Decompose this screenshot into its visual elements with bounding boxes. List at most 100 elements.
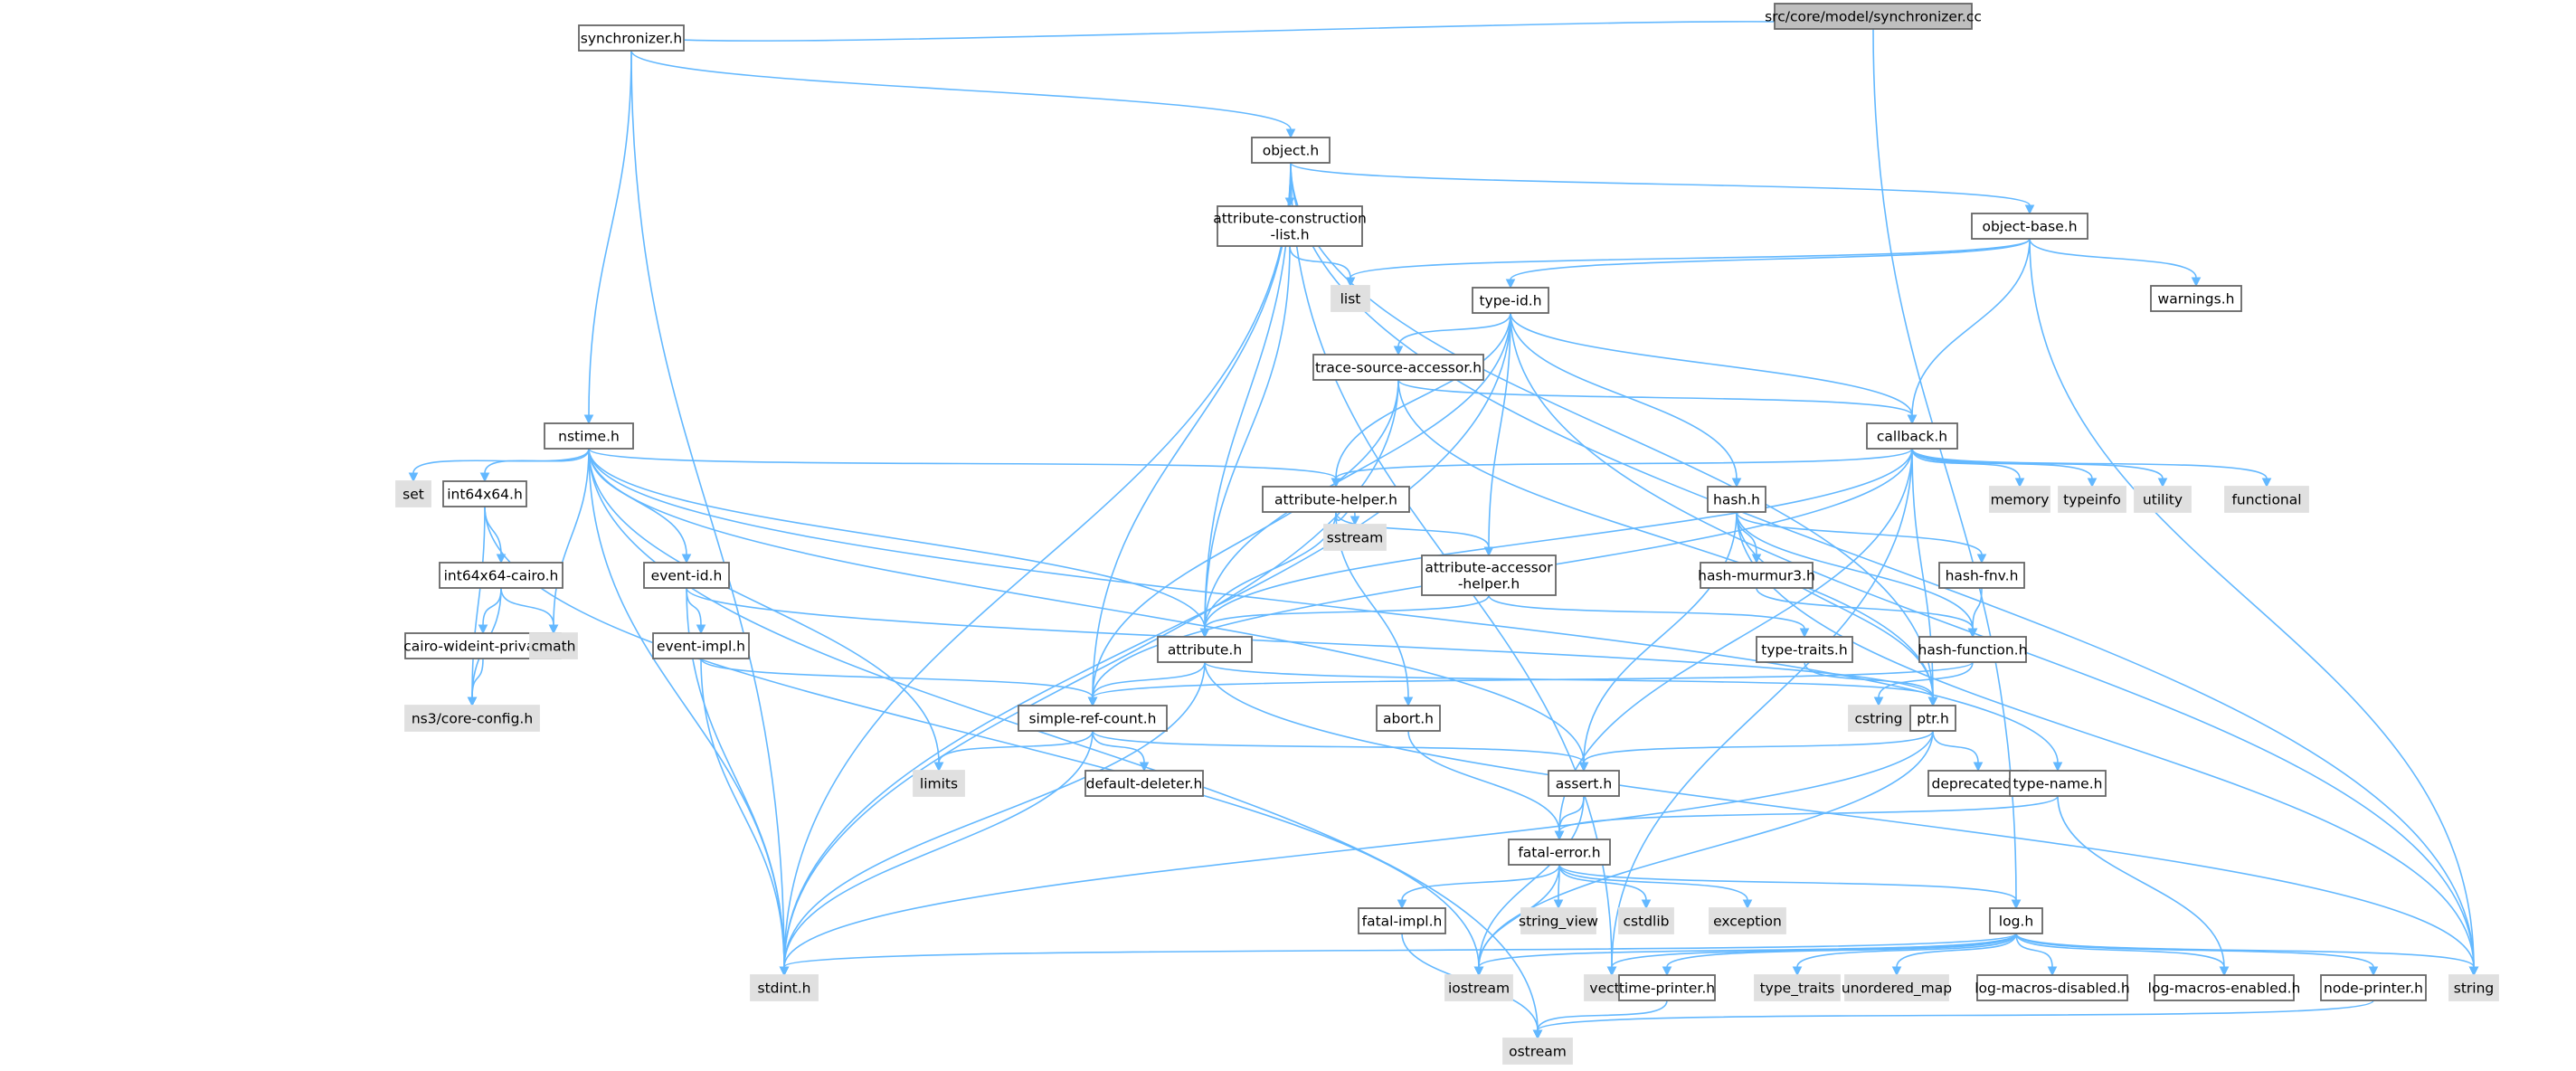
node-string-view: string_view: [1519, 907, 1598, 934]
node-callback[interactable]: callback.h: [1866, 422, 1958, 450]
node-default-del[interactable]: default-deleter.h: [1084, 770, 1204, 797]
node-label: unordered_map: [1842, 981, 1952, 998]
edge-line: [1558, 864, 1647, 901]
edge-line: [471, 658, 484, 698]
node-ptr-h[interactable]: ptr.h: [1909, 705, 1956, 732]
edge-object_h-to-ptr_h: [1290, 162, 1938, 707]
edge-line: [2057, 795, 2225, 968]
edge-line: [2015, 933, 2225, 968]
arrowhead-icon: [2011, 899, 2022, 910]
arrowhead-icon: [2087, 478, 2098, 488]
node-int64x64[interactable]: int64x64.h: [442, 480, 527, 507]
node-warnings[interactable]: warnings.h: [2150, 285, 2242, 312]
node-hash-h[interactable]: hash.h: [1707, 486, 1766, 513]
edge-attr_acc-to-attribute_h: [1199, 594, 1490, 639]
node-label: -helper.h: [1458, 576, 1520, 592]
edge-object_base-to-string: [2029, 238, 2479, 977]
edge-line: [588, 448, 940, 763]
edge-line: [1204, 448, 1913, 630]
node-label: object.h: [1263, 143, 1320, 159]
edge-line: [588, 448, 1585, 763]
edge-event_impl-to-stdint: [700, 658, 790, 977]
node-attr-cons[interactable]: attribute-construction-list.h: [1213, 205, 1367, 247]
node-label: fatal-error.h: [1518, 845, 1600, 861]
node-sstream: sstream: [1323, 524, 1387, 551]
node-label: type_traits: [1760, 981, 1835, 998]
node-label: functional: [2231, 492, 2301, 508]
edge-line: [2029, 238, 2475, 968]
edge-ptr_h-to-stdint: [779, 730, 1934, 977]
node-event-impl[interactable]: event-impl.h: [652, 632, 750, 659]
edge-line: [1335, 312, 1511, 479]
node-box: [1866, 422, 1958, 450]
edge-line: [1290, 162, 2031, 206]
arrowhead-icon: [1350, 516, 1360, 526]
edge-int64x64-to-iostream: [484, 506, 1484, 977]
node-node-printer[interactable]: node-printer.h: [2320, 974, 2427, 1001]
node-hash-fnv[interactable]: hash-fnv.h: [1938, 562, 2025, 589]
node-unordered-map: unordered_map: [1842, 974, 1952, 1001]
node-simple-ref[interactable]: simple-ref-count.h: [1018, 705, 1168, 732]
node-cmath: cmath: [529, 632, 578, 659]
node-int64-cairo[interactable]: int64x64-cairo.h: [439, 562, 564, 589]
node-box: [1976, 974, 2128, 1001]
node-log-en[interactable]: log-macros-enabled.h: [2148, 974, 2301, 1001]
node-synchronizer-h[interactable]: synchronizer.h: [578, 24, 685, 52]
arrowhead-icon: [779, 966, 790, 977]
edge-line: [1878, 661, 1974, 698]
node-type-traits-h[interactable]: type-traits.h: [1756, 636, 1853, 663]
edge-node_printer-to-ostream: [1532, 1000, 2374, 1040]
node-event-id[interactable]: event-id.h: [643, 562, 730, 589]
node-attr-acc[interactable]: attribute-accessor-helper.h: [1421, 554, 1557, 596]
node-hash-murmur[interactable]: hash-murmur3.h: [1698, 562, 1815, 589]
node-exception: exception: [1709, 907, 1786, 934]
edge-hash_h-to-hash_fnv: [1736, 511, 1987, 564]
node-box: [1358, 907, 1446, 934]
node-attribute-h[interactable]: attribute.h: [1157, 636, 1253, 663]
node-object-base[interactable]: object-base.h: [1971, 213, 2088, 240]
arrowhead-icon: [1285, 128, 1296, 139]
edge-hash_function-to-simple_ref: [1087, 661, 1974, 707]
edge-synchronizer_h-to-object_h: [630, 50, 1296, 139]
node-root[interactable]: src/core/model/synchronizer.cc: [1765, 3, 1982, 30]
node-box: [1157, 636, 1253, 663]
node-object-h[interactable]: object.h: [1251, 137, 1331, 164]
node-fatal-impl[interactable]: fatal-impl.h: [1358, 907, 1446, 934]
node-label: int64x64.h: [447, 487, 523, 503]
node-label: cairo-wideint-private.h: [403, 639, 562, 655]
node-attr-helper[interactable]: attribute-helper.h: [1262, 486, 1410, 513]
node-box: [1709, 907, 1786, 934]
edge-line: [1583, 511, 1738, 763]
node-type-id[interactable]: type-id.h: [1472, 287, 1549, 314]
node-label: limits: [920, 776, 958, 792]
node-fatal-error[interactable]: fatal-error.h: [1508, 839, 1611, 866]
node-box: [1251, 137, 1331, 164]
node-label: memory: [1991, 492, 2050, 508]
node-box: [1909, 705, 1956, 732]
node-abort-h[interactable]: abort.h: [1376, 705, 1441, 732]
node-label: hash.h: [1713, 492, 1760, 508]
node-label: node-printer.h: [2324, 981, 2423, 997]
arrowhead-icon: [681, 554, 692, 564]
edge-line: [1335, 511, 1490, 548]
edge-line: [1911, 238, 2031, 416]
node-time-printer[interactable]: time-printer.h: [1618, 974, 1716, 1001]
node-trace-src[interactable]: trace-source-accessor.h: [1312, 354, 1484, 381]
node-nstime[interactable]: nstime.h: [544, 422, 634, 450]
edge-hash_h-to-string: [1736, 511, 2479, 977]
node-label: src/core/model/synchronizer.cc: [1765, 9, 1982, 25]
node-box: [1502, 1038, 1573, 1065]
node-assert-h[interactable]: assert.h: [1548, 770, 1620, 797]
edge-line: [1478, 864, 1560, 968]
node-label: hash-fnv.h: [1946, 568, 2019, 584]
node-box: [544, 422, 634, 450]
edge-log_h-to-iostream: [1473, 933, 2017, 977]
node-hash-function[interactable]: hash-function.h: [1918, 636, 2028, 663]
arrowhead-icon: [1505, 279, 1516, 289]
node-box: [395, 480, 431, 507]
node-type-name[interactable]: type-name.h: [2009, 770, 2107, 797]
node-log-dis[interactable]: log-macros-disabled.h: [1975, 974, 2130, 1001]
edge-type_id-to-stdint: [779, 312, 1511, 977]
node-log-h[interactable]: log.h: [1989, 907, 2043, 934]
node-label: simple-ref-count.h: [1028, 711, 1156, 727]
